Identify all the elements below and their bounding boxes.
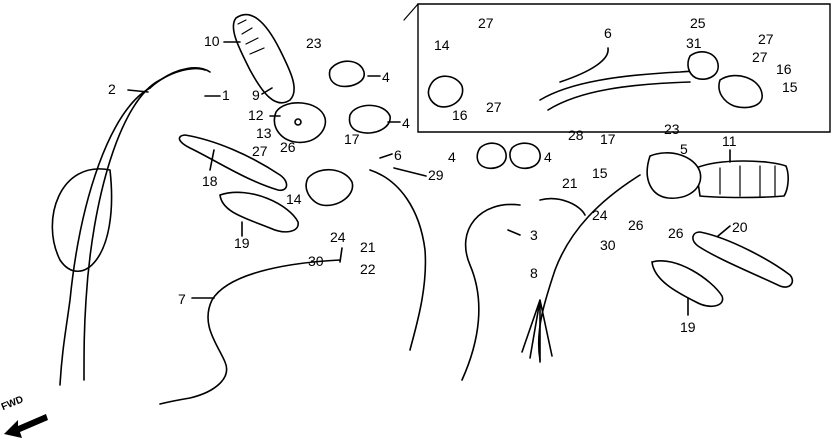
throttle-grip-ribs bbox=[237, 19, 265, 55]
housing-12-screw bbox=[294, 118, 302, 126]
label-23a: 23 bbox=[306, 35, 322, 51]
label-26b: 26 bbox=[628, 217, 644, 233]
label-14a: 14 bbox=[286, 191, 302, 207]
label-26c: 26 bbox=[668, 225, 684, 241]
grip-11-ribs bbox=[719, 165, 776, 197]
label-16b: 16 bbox=[776, 61, 792, 77]
label-19a: 19 bbox=[234, 235, 250, 251]
cable-3-b bbox=[539, 197, 586, 216]
label-16a: 16 bbox=[452, 107, 468, 123]
lever-cover-19-right bbox=[651, 260, 724, 308]
label-27a: 27 bbox=[252, 143, 268, 159]
lever-cover-19 bbox=[219, 191, 299, 233]
label-31: 31 bbox=[686, 35, 702, 51]
label-21b: 21 bbox=[562, 175, 578, 191]
inset-switch-15 bbox=[718, 74, 763, 109]
label-15a: 15 bbox=[592, 165, 608, 181]
cable-6 bbox=[369, 169, 427, 351]
label-10: 10 bbox=[204, 33, 220, 49]
leader-9 bbox=[261, 87, 273, 95]
label-15b: 15 bbox=[782, 79, 798, 95]
label-7: 7 bbox=[178, 291, 186, 307]
inset-perch-14 bbox=[427, 75, 464, 108]
label-9: 9 bbox=[252, 87, 260, 103]
leader-6a bbox=[379, 153, 393, 159]
label-6a: 6 bbox=[394, 147, 402, 163]
label-23b: 23 bbox=[664, 121, 680, 137]
label-4b: 4 bbox=[402, 115, 410, 131]
label-27d: 27 bbox=[758, 31, 774, 47]
leader-3 bbox=[507, 229, 521, 236]
label-4c: 4 bbox=[448, 149, 456, 165]
label-25: 25 bbox=[690, 15, 706, 31]
label-8: 8 bbox=[530, 265, 538, 281]
label-28: 28 bbox=[568, 127, 584, 143]
label-17b: 17 bbox=[600, 131, 616, 147]
label-14b: 14 bbox=[434, 37, 450, 53]
cable-3 bbox=[461, 203, 521, 381]
label-11: 11 bbox=[722, 133, 737, 149]
inset-cover-31 bbox=[687, 51, 719, 80]
grip-11 bbox=[695, 160, 789, 199]
leader-2 bbox=[127, 89, 149, 93]
cable-2-loop bbox=[51, 168, 113, 272]
label-27e: 27 bbox=[752, 49, 768, 65]
inset-box-outline bbox=[417, 3, 831, 133]
label-3: 3 bbox=[530, 227, 538, 243]
inset-cable-6 bbox=[539, 70, 713, 101]
cable-7-end bbox=[339, 247, 343, 263]
label-4d: 4 bbox=[544, 149, 552, 165]
label-21a: 21 bbox=[360, 239, 376, 255]
leader-29 bbox=[393, 167, 427, 177]
housing-12 bbox=[273, 102, 327, 144]
label-18: 18 bbox=[202, 173, 218, 189]
fwd-arrow-icon bbox=[4, 414, 48, 438]
inset-cable-6-b bbox=[547, 81, 691, 111]
label-22: 22 bbox=[360, 261, 376, 277]
switch-harness-wires bbox=[521, 299, 553, 363]
label-19b: 19 bbox=[680, 319, 696, 335]
leader-18 bbox=[209, 149, 215, 171]
perch-14 bbox=[305, 169, 354, 207]
cable-7 bbox=[159, 259, 341, 405]
label-5: 5 bbox=[680, 141, 688, 157]
label-13: 13 bbox=[256, 125, 272, 141]
label-24a: 24 bbox=[330, 229, 346, 245]
cable-2-b bbox=[83, 79, 161, 381]
label-17a: 17 bbox=[344, 131, 360, 147]
label-29: 29 bbox=[428, 167, 444, 183]
lever-20 bbox=[692, 231, 794, 288]
label-26a: 26 bbox=[280, 139, 296, 155]
label-20: 20 bbox=[732, 219, 748, 235]
switch-harness bbox=[537, 174, 641, 361]
label-27b: 27 bbox=[478, 15, 494, 31]
clamp-4c bbox=[476, 142, 507, 170]
clamp-4d bbox=[509, 142, 541, 170]
label-27c: 27 bbox=[486, 99, 502, 115]
label-6b: 6 bbox=[604, 25, 612, 41]
label-30b: 30 bbox=[600, 237, 616, 253]
leader-6b bbox=[559, 47, 609, 83]
cable-2-top-b bbox=[159, 67, 211, 81]
label-4a: 4 bbox=[382, 69, 390, 85]
label-24b: 24 bbox=[592, 207, 608, 223]
lever-18 bbox=[178, 134, 288, 192]
leader-20 bbox=[717, 225, 731, 237]
label-12: 12 bbox=[248, 107, 264, 123]
throttle-grip-10 bbox=[232, 13, 295, 104]
cable-2-a bbox=[59, 87, 151, 386]
label-1: 1 bbox=[222, 87, 230, 103]
inset-box-slant bbox=[403, 3, 419, 21]
label-2: 2 bbox=[108, 81, 116, 97]
clamp-4a bbox=[328, 60, 365, 88]
clamp-4b bbox=[348, 104, 391, 134]
label-30a: 30 bbox=[308, 253, 324, 269]
switch-housing-15 bbox=[646, 152, 702, 199]
